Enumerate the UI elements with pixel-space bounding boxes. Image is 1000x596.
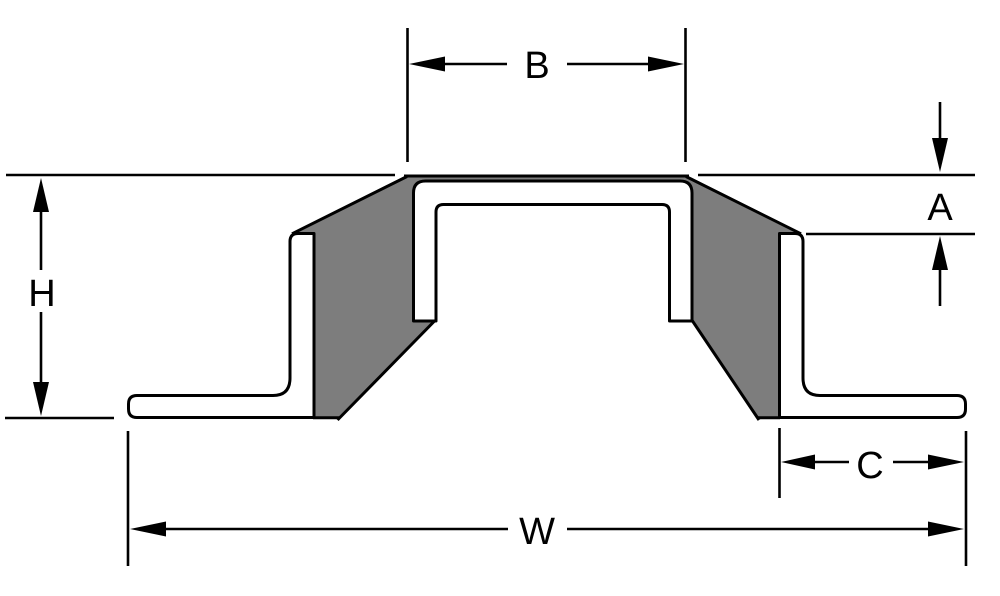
dim-a-arrowhead-down — [932, 138, 948, 172]
body-upper-left-slope — [291, 175, 408, 236]
right-foot-angle — [778, 232, 967, 419]
dim-label-b: B — [524, 45, 549, 87]
dim-h-arrowhead-up — [33, 178, 49, 212]
body-upper-right-slope — [685, 175, 802, 236]
dim-label-h: H — [28, 273, 55, 315]
dim-h-arrowhead-down — [33, 382, 49, 416]
body-center-cavity — [338, 205, 758, 421]
dim-a-arrowhead-up — [932, 236, 948, 270]
dim-c-arrowhead-left — [781, 454, 815, 470]
dim-b-arrowhead-left — [409, 56, 445, 72]
dim-b-arrowhead-right — [648, 56, 684, 72]
dim-w-arrowhead-right — [928, 521, 964, 537]
left-foot-angle — [127, 232, 316, 419]
dim-label-a: A — [927, 187, 953, 229]
dim-c-arrowhead-right — [928, 454, 964, 470]
hat-channel-insert — [412, 179, 694, 323]
body-lower-right-slope — [690, 318, 761, 421]
dim-label-c: C — [856, 445, 883, 487]
dim-w-arrowhead-left — [130, 521, 166, 537]
body-lower-left-slope — [336, 318, 438, 422]
dim-label-w: W — [519, 511, 555, 553]
